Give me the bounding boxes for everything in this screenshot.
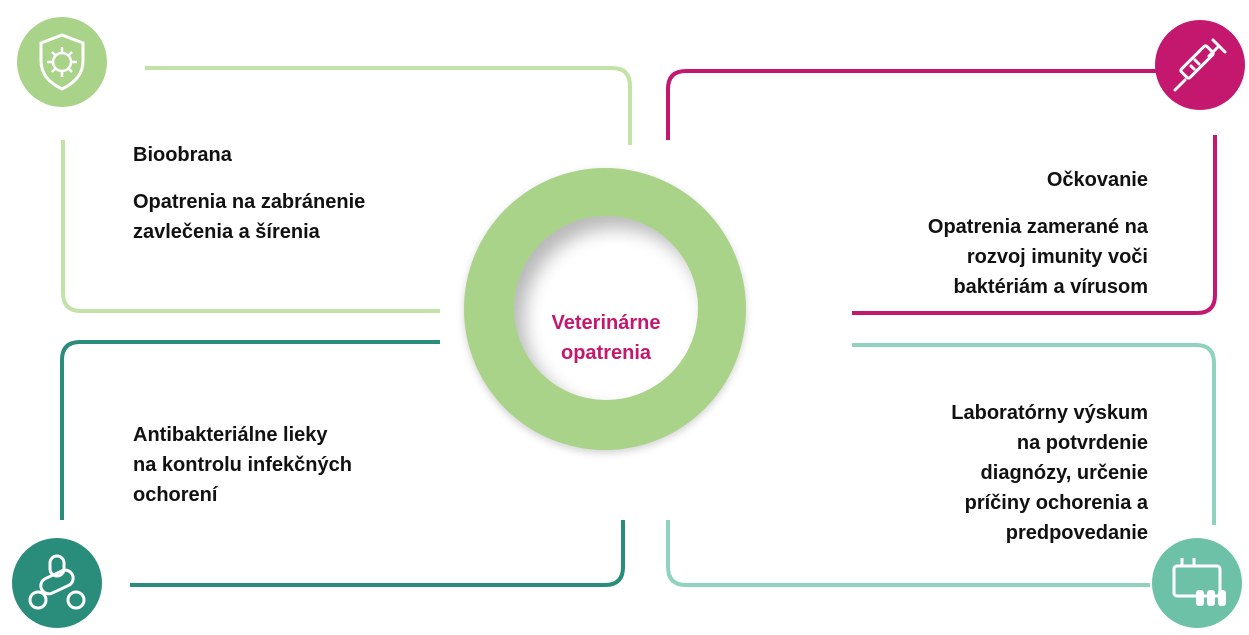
biosecurity-text: Opatrenia na zabránenie zavlečenia a šír… <box>133 191 366 240</box>
connector-top-right <box>666 69 1165 140</box>
biosecurity-heading: Bioobrana <box>133 144 232 166</box>
antibacterial-text: Antibakteriálne lieky na kontrolu infekč… <box>133 424 352 506</box>
connector-bottom-right-lower <box>666 520 1150 587</box>
biosecurity-block: Bioobrana Opatrenia na zabránenie zavleč… <box>133 140 453 240</box>
laboratory-text: Laboratórny výskum na potvrdenie diagnóz… <box>951 402 1148 543</box>
vaccination-block: Očkovanie Opatrenia zamerané na rozvoj i… <box>830 165 1148 295</box>
center-label: Veterinárne opatrenia <box>551 312 661 364</box>
connector-bottom-left-lower <box>130 520 625 587</box>
vaccination-text: Opatrenia zamerané na rozvoj imunity voč… <box>927 216 1148 295</box>
center-inner-circle <box>514 216 698 400</box>
connector-bottom-right <box>852 343 1216 525</box>
pills-icon <box>12 538 102 628</box>
vaccination-heading: Očkovanie <box>1046 169 1148 191</box>
connector-top-right-lower <box>852 135 1217 315</box>
connector-bottom-left <box>60 340 440 520</box>
connector-top-left <box>145 66 632 145</box>
syringe-icon <box>1155 20 1245 110</box>
antibacterial-block: Antibakteriálne lieky na kontrolu infekč… <box>133 420 463 510</box>
connector-top-left-lower <box>61 140 440 313</box>
lab-bottles-icon <box>1152 538 1242 628</box>
laboratory-block: Laboratórny výskum na potvrdenie diagnóz… <box>830 398 1148 543</box>
shield-virus-icon <box>17 17 107 107</box>
